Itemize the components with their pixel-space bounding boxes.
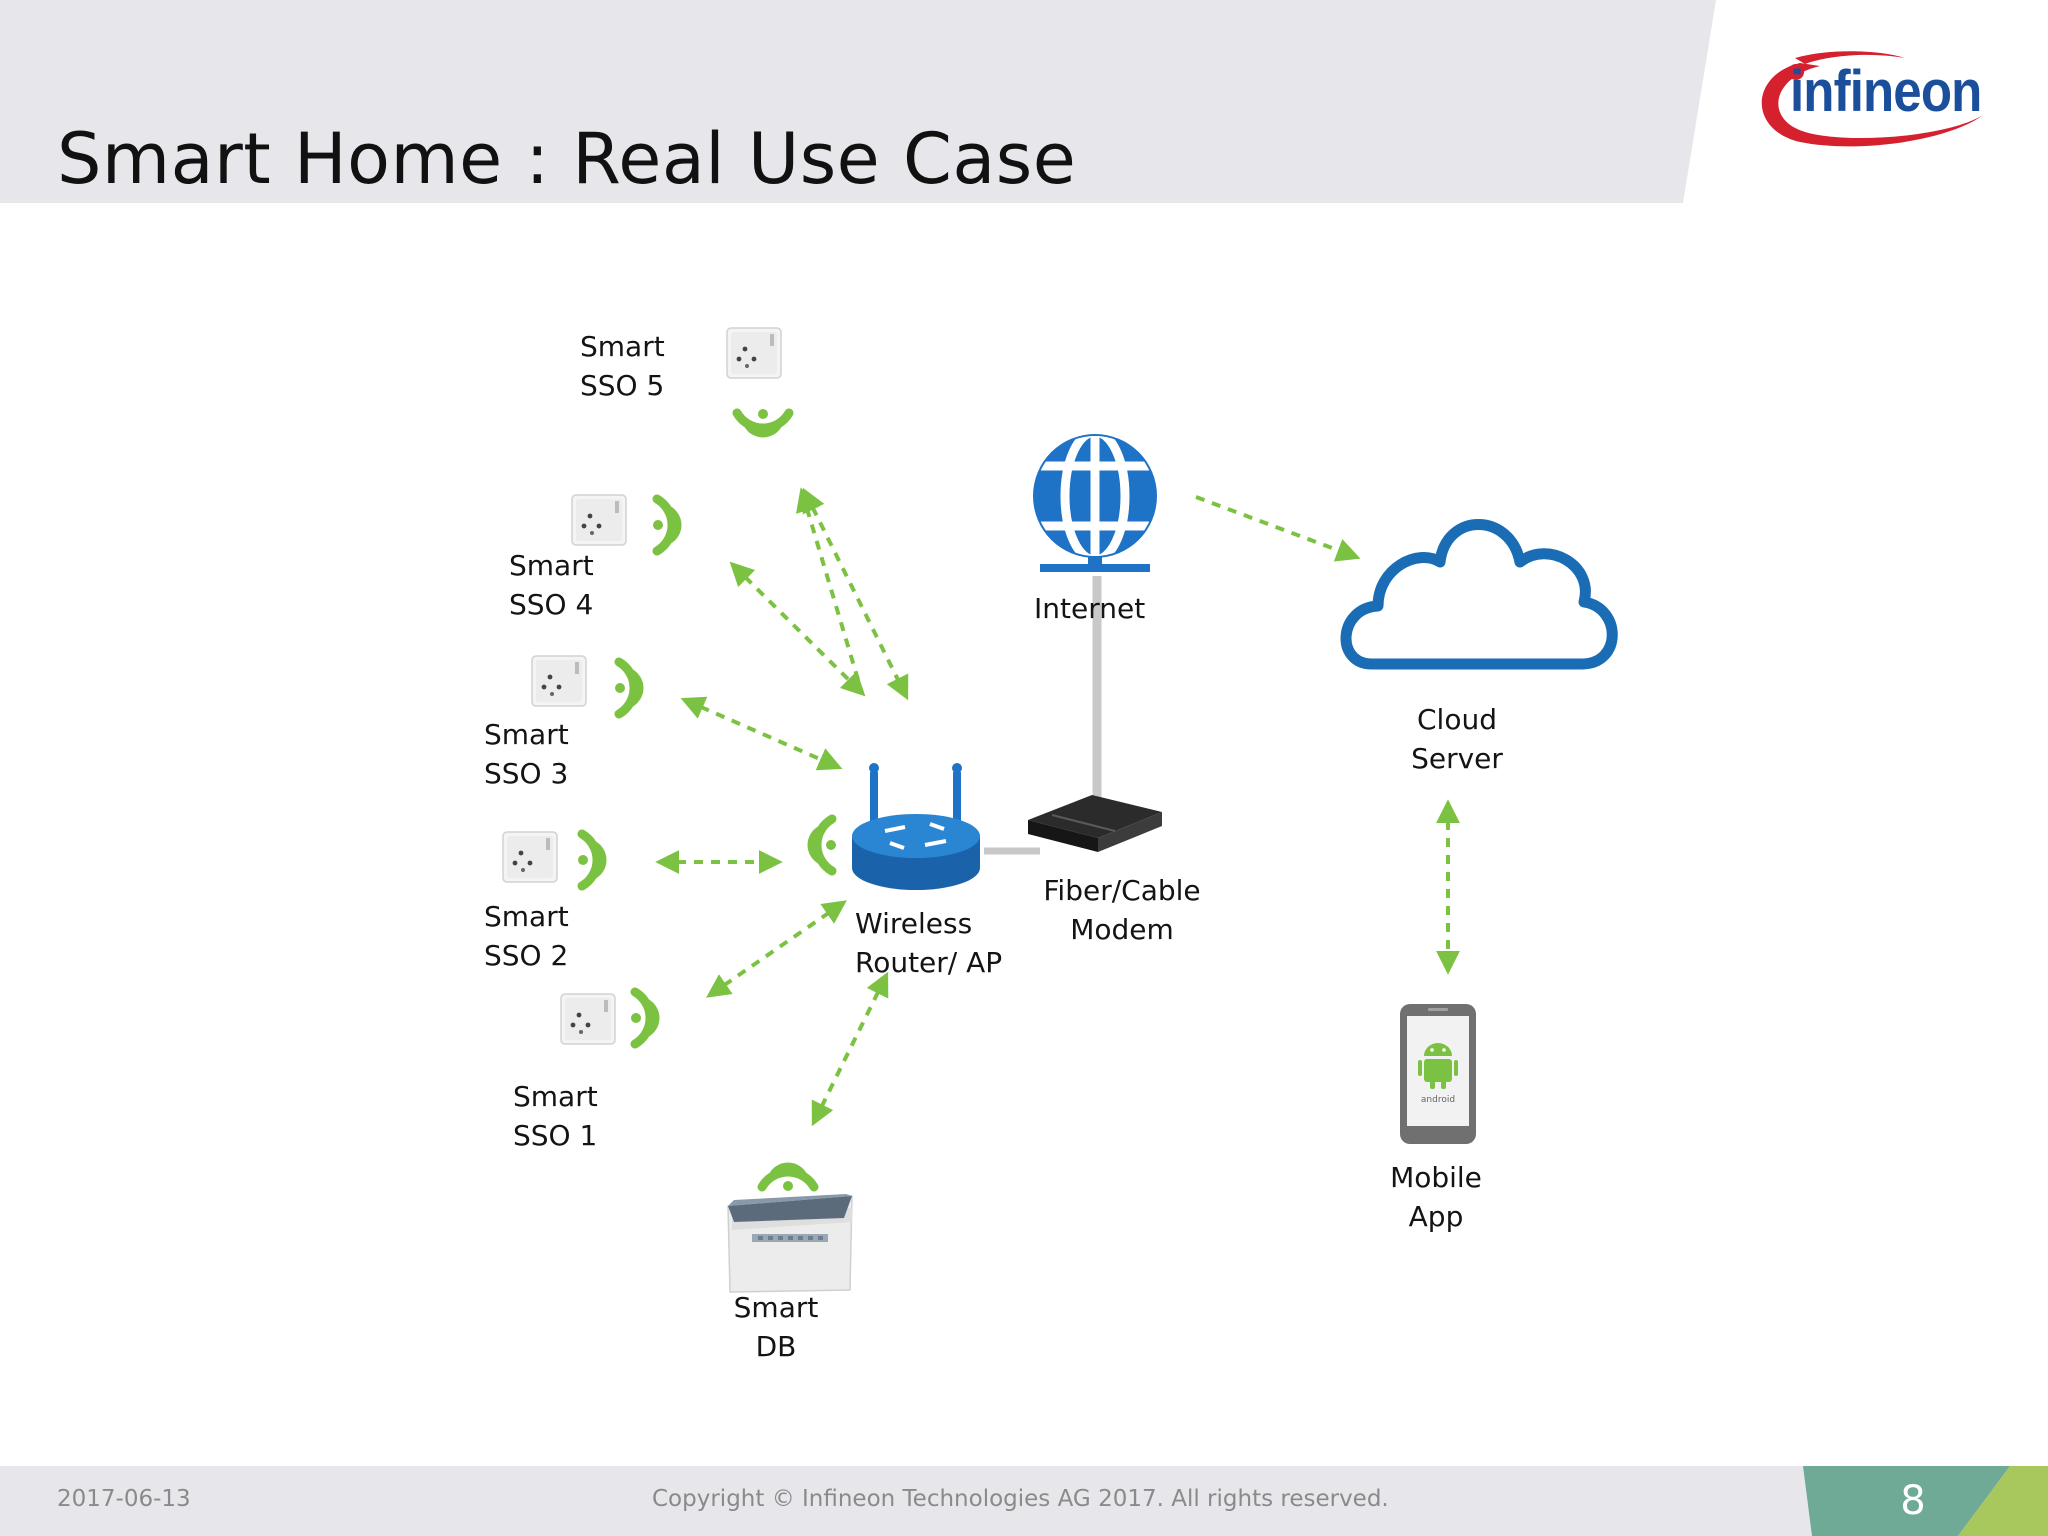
router-label-line2: Router/ AP <box>855 946 1003 979</box>
sso3-wifi-icon <box>615 662 639 714</box>
sso1-label: Smart SSO 1 <box>513 1077 598 1155</box>
page-corner-accent <box>1958 1466 2048 1536</box>
mobile-label: Mobile App <box>1374 1158 1498 1236</box>
sso2-wifi-icon <box>578 834 602 886</box>
sso1-wifi-icon <box>631 992 655 1044</box>
router-label: Wireless Router/ AP <box>855 904 1002 982</box>
sso5-label-line2: SSO 5 <box>580 369 665 402</box>
sso5-label: Smart SSO 5 <box>580 327 665 405</box>
globe-icon <box>1033 434 1157 572</box>
sso3-label-line2: SSO 3 <box>484 757 569 790</box>
sso3-label: Smart SSO 3 <box>484 715 569 793</box>
cloud-label-line1: Cloud <box>1417 703 1497 736</box>
page-number: 8 <box>1900 1478 1926 1524</box>
mobile-label-line1: Mobile <box>1390 1161 1482 1194</box>
db-label: Smart DB <box>724 1288 828 1366</box>
footer-copyright: Copyright © Infineon Technologies AG 201… <box>652 1486 1389 1512</box>
page-number-tab <box>1803 1466 2010 1536</box>
sso3-socket-icon <box>531 655 587 707</box>
sso4-label-line1: Smart <box>509 549 594 582</box>
distribution-board-icon <box>727 1194 853 1293</box>
modem-icon <box>1028 795 1162 852</box>
modem-label: Fiber/Cable Modem <box>1032 871 1212 949</box>
cloud-label-line2: Server <box>1411 742 1503 775</box>
sso4-wifi-icon <box>653 499 677 551</box>
footer-date: 2017-06-13 <box>57 1486 191 1512</box>
internet-label: Internet <box>1034 589 1145 628</box>
header-band <box>0 0 1716 203</box>
arrow-internet-cloud <box>1195 495 1361 562</box>
sso2-label-line2: SSO 2 <box>484 939 569 972</box>
modem-label-line1: Fiber/Cable <box>1043 874 1201 907</box>
slide-title: Smart Home : Real Use Case <box>57 118 1077 200</box>
android-wordmark: android <box>1421 1095 1455 1105</box>
arrow-sso1-router <box>706 900 847 998</box>
arrow-sso4-router <box>729 561 866 697</box>
db-label-line2: DB <box>755 1330 797 1363</box>
sso2-label: Smart SSO 2 <box>484 897 569 975</box>
arrow-sso5-router-b <box>802 487 909 701</box>
sso5-socket-icon <box>726 327 782 379</box>
mobile-label-line2: App <box>1408 1200 1464 1233</box>
sso4-label: Smart SSO 4 <box>509 546 594 624</box>
sso1-label-line1: Smart <box>513 1080 598 1113</box>
db-label-line1: Smart <box>733 1291 819 1324</box>
sso2-socket-icon <box>502 831 558 883</box>
sso1-socket-icon <box>560 993 616 1045</box>
mobile-phone-icon: android <box>1400 1004 1476 1144</box>
router-wifi-icon <box>812 819 836 871</box>
arrow-sso3-router <box>680 696 843 771</box>
logo-swoosh <box>1761 51 1983 147</box>
cloud-label: Cloud Server <box>1392 700 1522 778</box>
cloud-icon <box>1340 519 1618 670</box>
sso2-label-line1: Smart <box>484 900 569 933</box>
modem-label-line2: Modem <box>1070 913 1174 946</box>
router-label-line1: Wireless <box>855 907 973 940</box>
sso3-label-line1: Smart <box>484 718 569 751</box>
internet-label-line1: Internet <box>1034 592 1146 625</box>
sso5-label-line1: Smart <box>580 330 665 363</box>
arrow-db-router <box>811 971 889 1127</box>
sso5-wifi-icon <box>737 409 789 433</box>
footer-band <box>0 1466 2048 1536</box>
android-icon <box>1418 1043 1458 1089</box>
router-icon <box>852 763 980 890</box>
db-wifi-icon <box>762 1167 814 1191</box>
sso4-label-line2: SSO 4 <box>509 588 594 621</box>
logo-wordmark: infineon <box>1790 59 1982 124</box>
sso1-label-line2: SSO 1 <box>513 1119 598 1152</box>
sso4-socket-icon <box>571 494 627 546</box>
